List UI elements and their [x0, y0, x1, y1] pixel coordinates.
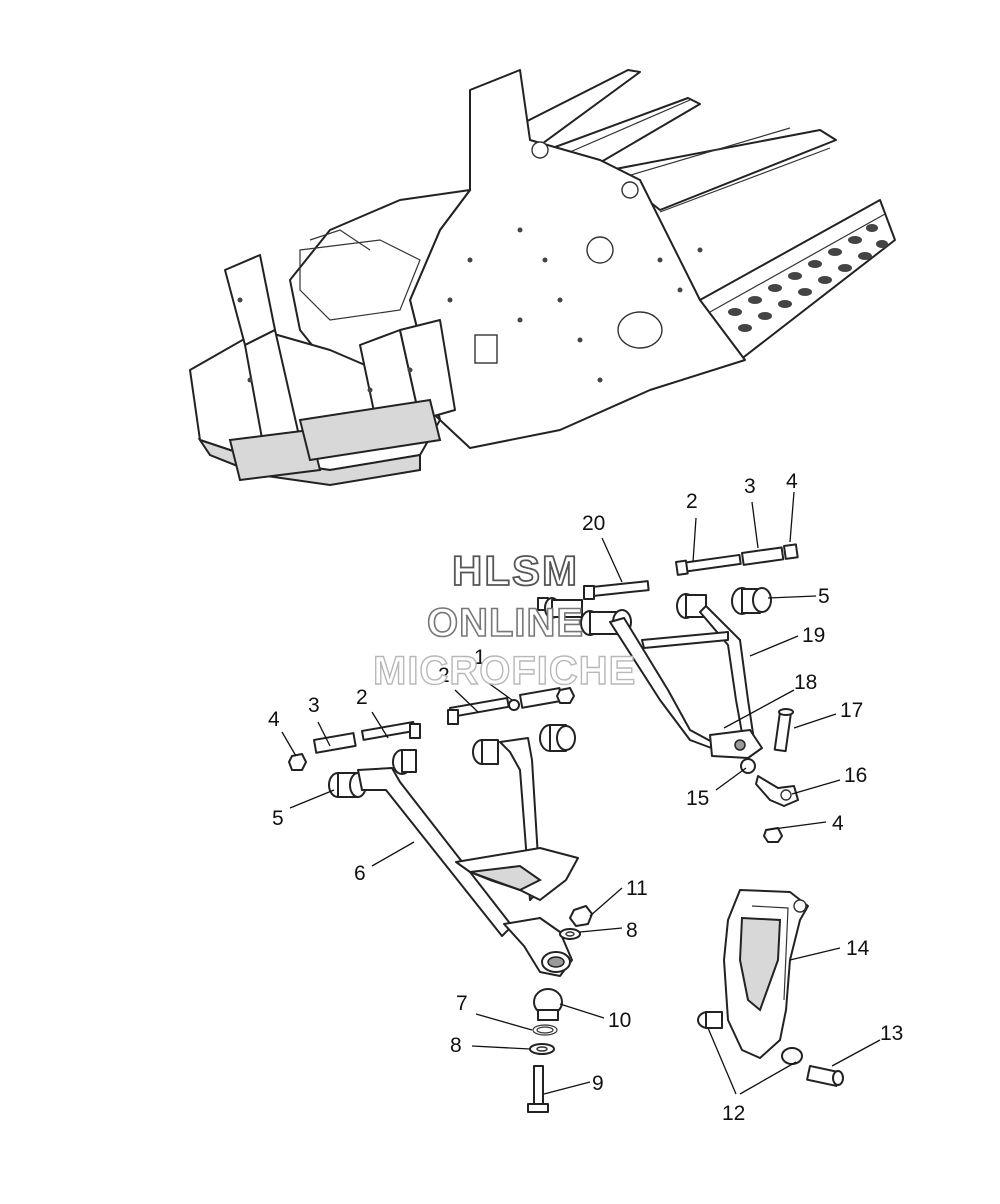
callout-4: 4 — [268, 708, 280, 731]
callout-3: 3 — [744, 475, 756, 498]
callouts: 1 2 2 2 3 3 4 4 4 5 5 6 7 8 8 9 10 11 12… — [268, 470, 903, 1125]
upper-a-arm-assembly — [537, 543, 799, 843]
callout-4: 4 — [786, 470, 798, 493]
callout-11: 11 — [626, 877, 648, 900]
spacer — [741, 546, 785, 566]
callout-13: 13 — [880, 1022, 903, 1045]
callout-8: 8 — [626, 919, 638, 942]
callout-3: 3 — [308, 694, 320, 717]
watermark-line-1: HLSM — [452, 547, 579, 594]
callout-1: 1 — [474, 646, 486, 669]
frame-holes — [237, 141, 703, 393]
watermark: HLSM ONLINE MICROFICHE — [372, 546, 636, 694]
bolt — [681, 553, 742, 573]
lower-a-arm-assembly — [288, 687, 593, 1113]
chassis-frame — [189, 69, 896, 487]
watermark-line-3: MICROFICHE — [373, 649, 636, 693]
callout-19: 19 — [802, 624, 825, 647]
callout-20: 20 — [582, 512, 605, 535]
callout-2: 2 — [686, 490, 698, 513]
callout-2: 2 — [438, 664, 450, 687]
callout-8: 8 — [450, 1034, 462, 1057]
callout-10: 10 — [608, 1009, 631, 1032]
callout-17: 17 — [840, 699, 863, 722]
callout-7: 7 — [456, 992, 468, 1015]
callout-14: 14 — [846, 937, 870, 960]
callout-9: 9 — [592, 1072, 604, 1095]
bolt — [591, 580, 650, 597]
callout-16: 16 — [844, 764, 867, 787]
nut — [783, 543, 799, 560]
callout-2: 2 — [356, 686, 368, 709]
callout-5: 5 — [818, 585, 830, 608]
callout-4: 4 — [832, 812, 844, 835]
callout-12: 12 — [722, 1102, 745, 1125]
watermark-line-2: ONLINE — [427, 601, 584, 645]
callout-15: 15 — [686, 787, 709, 810]
callout-18: 18 — [794, 671, 817, 694]
callout-5: 5 — [272, 807, 284, 830]
running-board-holes — [728, 224, 888, 332]
leader-lines — [281, 491, 881, 1095]
callout-6: 6 — [354, 862, 366, 885]
spindle-assembly — [697, 889, 844, 1087]
